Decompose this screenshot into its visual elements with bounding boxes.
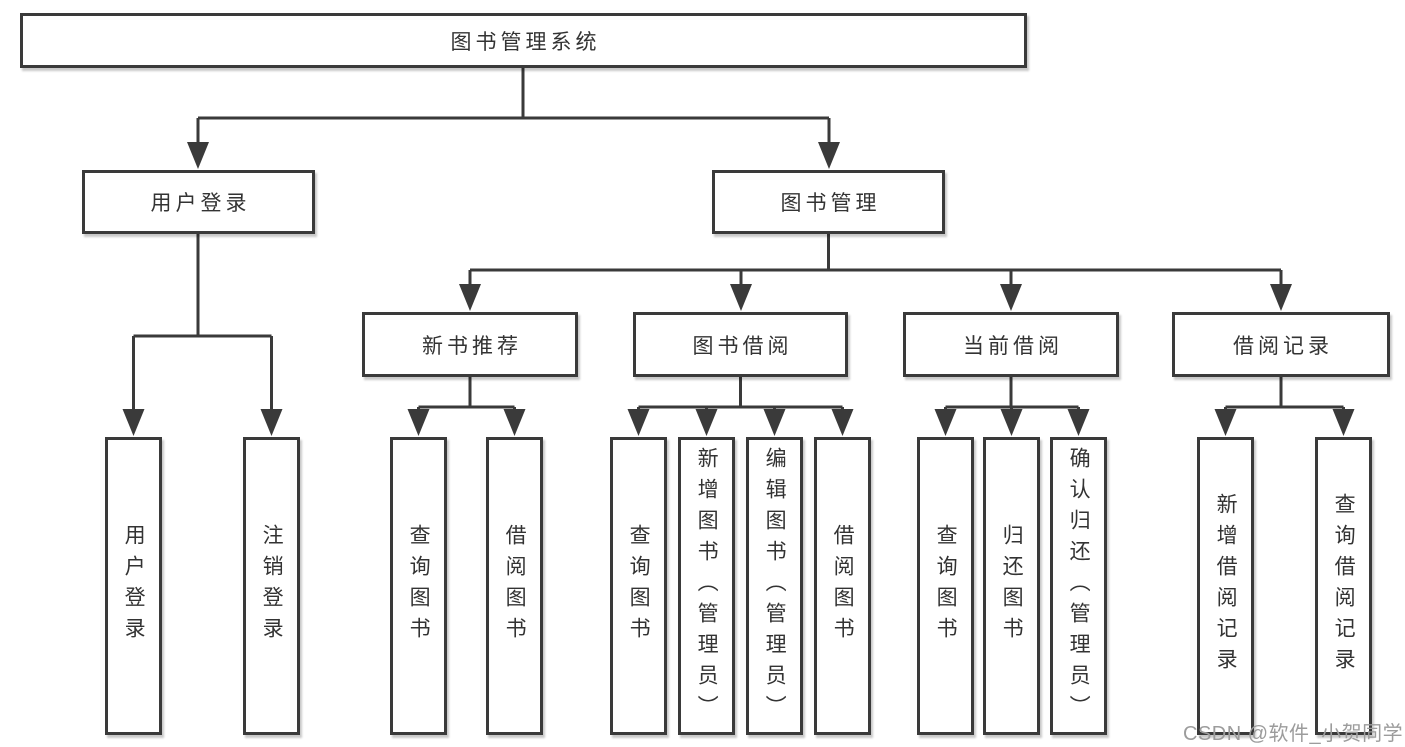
- arrow-down-icon: [1067, 409, 1090, 436]
- leaf-label: 查询图书: [627, 524, 651, 648]
- leaf-label: 查询图书: [934, 524, 958, 648]
- arrow-down-icon: [122, 409, 145, 436]
- arrow-down-icon: [1332, 409, 1355, 436]
- node-book-management: 图书管理: [712, 170, 945, 234]
- arrow-down-icon: [503, 409, 526, 436]
- arrow-down-icon: [831, 409, 854, 436]
- arrow-down-icon: [730, 284, 752, 311]
- node-new-book-recommend: 新书推荐: [362, 312, 578, 377]
- connector-root-to-level2: [196, 67, 831, 144]
- leaf-label: 查询图书: [407, 524, 431, 648]
- leaf-borrowing-borrow-books: 借阅图书: [814, 437, 871, 735]
- node-label: 图书借阅: [692, 334, 793, 358]
- node-label: 当前借阅: [963, 334, 1063, 358]
- leaf-label: 归还图书: [1000, 524, 1024, 648]
- arrow-down-icon: [260, 409, 283, 436]
- arrow-down-icon: [627, 409, 650, 436]
- node-label: 用户登录: [150, 192, 251, 215]
- node-label: 新书推荐: [422, 334, 522, 358]
- leaf-current-query-books: 查询图书: [917, 437, 974, 735]
- connector-login-to-leaves: [132, 233, 273, 412]
- leaf-label: 确认归还（管理员）: [1067, 446, 1091, 726]
- node-label: 借阅记录: [1233, 334, 1333, 358]
- connector-newbooks-to-leaves: [417, 376, 516, 412]
- arrow-down-icon: [1000, 284, 1022, 311]
- node-borrowing-records: 借阅记录: [1172, 312, 1390, 377]
- leaf-borrowing-add-books-admin: 新增图书（管理员）: [678, 437, 735, 735]
- arrowhead-icons: [122, 142, 1355, 436]
- csdn-watermark: CSDN @软件_小贺同学: [1183, 723, 1404, 745]
- connector-borrowing-to-leaves: [637, 376, 844, 412]
- node-book-borrowing: 图书借阅: [633, 312, 848, 377]
- leaf-borrowing-query-books: 查询图书: [610, 437, 667, 735]
- leaf-label: 查询借阅记录: [1332, 493, 1356, 679]
- connector-current-to-leaves: [944, 376, 1080, 412]
- node-label: 图书管理系统: [450, 30, 601, 54]
- leaf-records-add-record: 新增借阅记录: [1197, 437, 1254, 735]
- leaf-label: 借阅图书: [831, 524, 855, 648]
- leaf-label: 借阅图书: [503, 524, 527, 648]
- node-library-management-system: 图书管理系统: [20, 13, 1027, 68]
- arrow-down-icon: [1270, 284, 1292, 311]
- arrow-down-icon: [407, 409, 430, 436]
- leaf-logout: 注销登录: [243, 437, 300, 735]
- node-label: 图书管理: [780, 192, 881, 215]
- arrow-down-icon: [934, 409, 957, 436]
- leaf-borrowing-edit-books-admin: 编辑图书（管理员）: [746, 437, 803, 735]
- arrow-down-icon: [695, 409, 718, 436]
- node-current-borrowing: 当前借阅: [903, 312, 1119, 377]
- leaf-newbooks-borrow-books: 借阅图书: [486, 437, 543, 735]
- leaf-user-login: 用户登录: [105, 437, 162, 735]
- leaf-newbooks-query-books: 查询图书: [390, 437, 447, 735]
- node-user-login: 用户登录: [82, 170, 315, 234]
- arrow-down-icon: [1000, 409, 1023, 436]
- arrow-down-icon: [187, 142, 209, 169]
- leaf-label: 编辑图书（管理员）: [763, 446, 787, 726]
- leaf-label: 用户登录: [122, 524, 146, 648]
- connector-records-to-leaves: [1224, 376, 1345, 412]
- leaf-label: 新增借阅记录: [1214, 493, 1238, 679]
- leaf-label: 新增图书（管理员）: [695, 446, 719, 726]
- arrow-down-icon: [459, 284, 481, 311]
- arrow-down-icon: [1214, 409, 1237, 436]
- arrow-down-icon: [818, 142, 840, 169]
- leaf-records-query-record: 查询借阅记录: [1315, 437, 1372, 735]
- leaf-current-return-books: 归还图书: [983, 437, 1040, 735]
- connector-mgmt-to-level3: [468, 233, 1283, 287]
- arrow-down-icon: [763, 409, 786, 436]
- leaf-current-confirm-return-admin: 确认归还（管理员）: [1050, 437, 1107, 735]
- leaf-label: 注销登录: [260, 524, 284, 648]
